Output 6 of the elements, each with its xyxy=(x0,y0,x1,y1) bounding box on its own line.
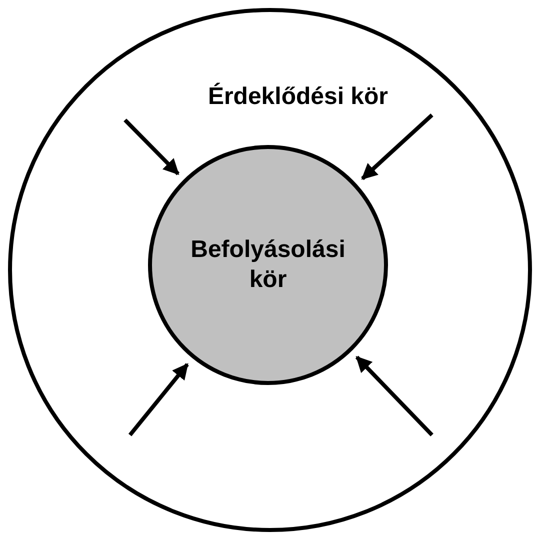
arrow xyxy=(124,118,180,176)
circle-label: Érdeklődési kör xyxy=(206,82,390,112)
arrow xyxy=(128,363,189,436)
arrow xyxy=(361,114,434,180)
circle-label: Befolyásolási kör xyxy=(190,235,346,295)
arrow xyxy=(355,356,434,436)
